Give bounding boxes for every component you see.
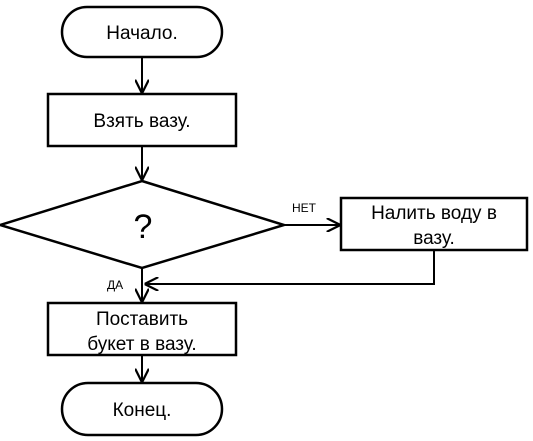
label-yes: ДА [107,278,123,292]
arrow-pour-water-return [146,250,435,284]
process-put-bouquet-label-line1: Поставить [96,309,188,330]
start-label: Начало. [106,23,177,44]
process-pour-water-label-line1: Налить воду в [371,203,497,224]
process-put-bouquet-label-line2: букет в вазу. [87,334,196,355]
process-take-vase [46,92,238,148]
end-terminator [60,381,224,437]
label-no: НЕТ [292,201,317,215]
process-take-vase-label: Взять вазу. [93,111,190,132]
decision-label: ? [134,208,153,246]
process-pour-water-label-line2: вазу. [413,228,455,249]
end-label: Конец. [113,400,172,421]
